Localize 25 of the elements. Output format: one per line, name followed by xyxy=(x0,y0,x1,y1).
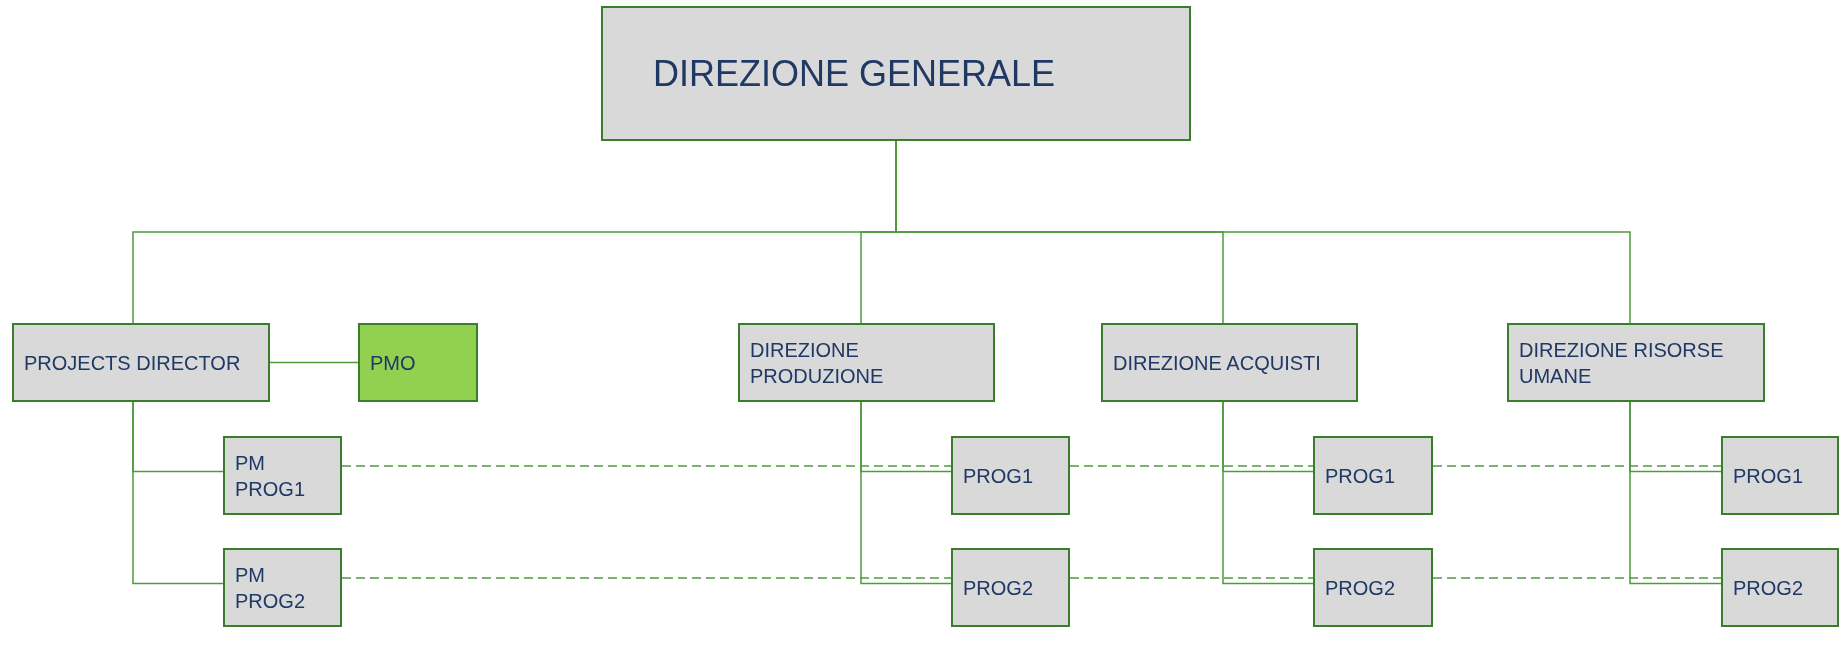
org-box: DIREZIONE ACQUISTI xyxy=(1101,323,1358,402)
dashed-connector xyxy=(1069,465,1314,467)
org-box: PROG2 xyxy=(1721,548,1839,627)
connector-line xyxy=(1222,401,1314,585)
org-box: DIREZIONE PRODUZIONE xyxy=(738,323,995,402)
connector-line xyxy=(269,361,359,364)
org-box: PROJECTS DIRECTOR xyxy=(12,323,270,402)
org-box: PROG1 xyxy=(951,436,1070,515)
dashed-connector xyxy=(341,465,952,467)
dashed-connector xyxy=(1069,577,1314,579)
org-box: PROG2 xyxy=(1313,548,1433,627)
connector-line xyxy=(1629,401,1722,585)
dashed-connector xyxy=(1432,465,1722,467)
org-box: PM PROG2 xyxy=(223,548,342,627)
org-box: DIREZIONE GENERALE xyxy=(601,6,1191,141)
connector-line xyxy=(132,401,224,585)
org-box: PROG2 xyxy=(951,548,1070,627)
org-box: PROG1 xyxy=(1721,436,1839,515)
connector-line xyxy=(860,401,952,585)
dashed-connector xyxy=(341,577,952,579)
dashed-connector xyxy=(1432,577,1722,579)
org-box: PM PROG1 xyxy=(223,436,342,515)
org-box: PMO xyxy=(358,323,478,402)
org-box: PROG1 xyxy=(1313,436,1433,515)
org-box: DIREZIONE RISORSE UMANE xyxy=(1507,323,1765,402)
